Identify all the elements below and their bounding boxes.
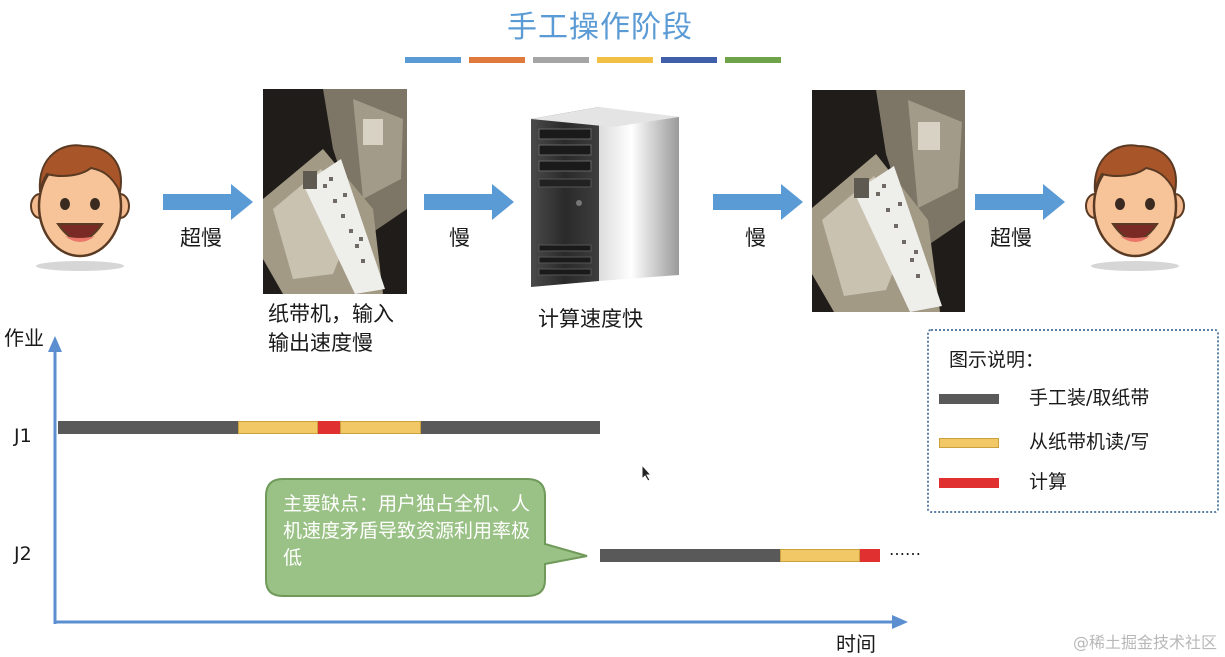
j1-label: J1	[14, 425, 32, 447]
legend-item-readwrite: 从纸带机读/写	[939, 427, 1209, 457]
callout-text: 主要缺点：用户独占全机、人机速度矛盾导致资源利用率极低	[283, 493, 531, 569]
j1-manual-bar-2	[421, 421, 600, 434]
legend-item-manual: 手工装/取纸带	[939, 383, 1209, 413]
legend-swatch-compute	[939, 478, 999, 488]
callout-bubble	[265, 478, 590, 602]
arrow-right-icon-3	[713, 184, 803, 220]
paper-tape-machine-image-right	[812, 90, 965, 312]
legend-swatch-readwrite	[939, 438, 999, 448]
title-color-bar-6	[725, 57, 781, 63]
arrow-label-2: 慢	[449, 226, 470, 250]
arrow-right-icon-1	[163, 184, 253, 220]
j1-compute-bar	[318, 421, 340, 434]
chart-axes	[40, 334, 920, 638]
arrow-right-icon-2	[424, 184, 514, 220]
arrow-label-1: 超慢	[180, 226, 222, 250]
title-color-bar-4	[597, 57, 653, 63]
title-color-bar-2	[469, 57, 525, 63]
j1-readwrite-bar-1	[238, 421, 318, 434]
j2-manual-bar	[600, 549, 780, 562]
j2-label: J2	[14, 543, 32, 565]
tape-caption-line1: 纸带机，输入	[268, 302, 394, 326]
legend-swatch-manual	[939, 394, 999, 404]
j1-manual-bar-1	[58, 421, 238, 434]
legend-box: 图示说明： 手工装/取纸带 从纸带机读/写 计算	[927, 329, 1219, 513]
computer-caption: 计算速度快	[538, 307, 643, 331]
mouse-cursor-icon	[641, 463, 653, 486]
paper-tape-machine-image-left	[263, 89, 407, 294]
page-title: 手工操作阶段	[507, 10, 693, 45]
title-color-bar-3	[533, 57, 589, 63]
title-color-bar-5	[661, 57, 717, 63]
j1-readwrite-bar-2	[340, 421, 421, 434]
arrow-right-icon-4	[975, 184, 1065, 220]
user-face-icon-right	[1080, 140, 1190, 276]
x-axis-label: 时间	[836, 632, 876, 656]
j2-ellipsis: ……	[889, 540, 921, 559]
watermark: @稀土掘金技术社区	[1072, 633, 1217, 652]
computer-tower-icon	[527, 103, 683, 293]
legend-label-manual: 手工装/取纸带	[1029, 387, 1150, 409]
j2-compute-bar	[860, 549, 880, 562]
legend-title: 图示说明：	[949, 349, 1045, 371]
tape-caption-line2: 输出速度慢	[268, 331, 373, 355]
legend-label-compute: 计算	[1029, 471, 1068, 493]
user-face-icon-left	[25, 140, 135, 276]
legend-label-readwrite: 从纸带机读/写	[1029, 431, 1150, 453]
title-color-bar-1	[405, 57, 461, 63]
arrow-label-4: 超慢	[990, 226, 1032, 250]
arrow-label-3: 慢	[745, 226, 766, 250]
legend-item-compute: 计算	[939, 467, 1209, 497]
j2-readwrite-bar	[780, 549, 860, 562]
y-axis-label: 作业	[4, 326, 44, 350]
